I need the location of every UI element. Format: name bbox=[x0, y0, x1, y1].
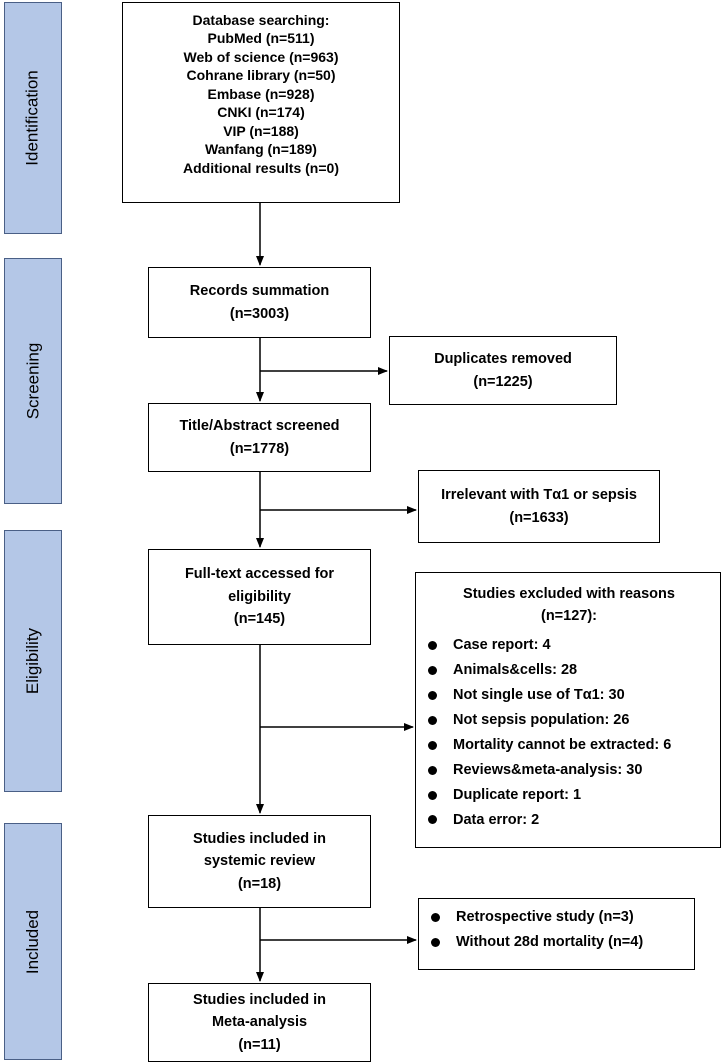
database-line: Embase (n=928) bbox=[207, 85, 315, 102]
fulltext-count: (n=145) bbox=[233, 611, 286, 628]
irrelevant-label: Irrelevant with Tα1 or sepsis bbox=[441, 487, 637, 504]
list-item: Without 28d mortality (n=4) bbox=[429, 930, 686, 955]
fulltext-box: Full-text accessed for eligibility (n=14… bbox=[148, 549, 371, 645]
database-line: Wanfang (n=189) bbox=[205, 141, 317, 158]
list-item: Duplicate report: 1 bbox=[426, 783, 712, 808]
database-line: VIP (n=188) bbox=[223, 122, 299, 139]
systematic-count: (n=18) bbox=[237, 875, 282, 892]
database-line: Cohrane library (n=50) bbox=[186, 67, 336, 84]
database-line: Additional results (n=0) bbox=[183, 159, 339, 176]
systematic-review-box: Studies included in systemic review (n=1… bbox=[148, 815, 371, 908]
list-item: Animals&cells: 28 bbox=[426, 658, 712, 683]
irrelevant-count: (n=1633) bbox=[509, 509, 569, 526]
excluded-header: Studies excluded with reasons bbox=[463, 586, 675, 602]
meta-analysis-box: Studies included in Meta-analysis (n=11) bbox=[148, 983, 371, 1062]
list-item: Not sepsis population: 26 bbox=[426, 708, 712, 733]
excluded-count: (n=127): bbox=[540, 608, 597, 625]
exclusion-reason: Not sepsis population: 26 bbox=[453, 711, 630, 728]
exclusion-reason: Retrospective study (n=3) bbox=[456, 909, 634, 925]
exclusion-reason: Case report: 4 bbox=[453, 636, 551, 653]
phase-included: Included bbox=[4, 823, 62, 1060]
records-count: (n=3003) bbox=[229, 305, 290, 322]
list-item: Not single use of Tα1: 30 bbox=[426, 683, 712, 708]
fulltext-label: eligibility bbox=[228, 588, 291, 605]
duplicates-label: Duplicates removed bbox=[434, 351, 572, 368]
list-item: Mortality cannot be extracted: 6 bbox=[426, 733, 712, 758]
bullet-icon bbox=[428, 640, 437, 650]
fulltext-label: Full-text accessed for bbox=[184, 566, 335, 583]
bullet-icon bbox=[428, 765, 437, 775]
exclusion-reason: Not single use of Tα1: 30 bbox=[453, 686, 625, 703]
phase-identification: Identification bbox=[4, 2, 62, 234]
records-summation-box: Records summation (n=3003) bbox=[148, 267, 371, 338]
records-label: Records summation bbox=[189, 283, 330, 300]
systematic-label: systemic review bbox=[203, 853, 316, 870]
bullet-icon bbox=[431, 912, 440, 922]
meta-label: Meta-analysis bbox=[211, 1014, 308, 1031]
exclusion-reason: Data error: 2 bbox=[453, 811, 540, 828]
studies-excluded-box: Studies excluded with reasons (n=127): C… bbox=[415, 572, 721, 848]
phase-screening: Screening bbox=[4, 258, 62, 504]
meta-excluded-box: Retrospective study (n=3) Without 28d mo… bbox=[418, 898, 695, 970]
exclusion-reason: Reviews&meta-analysis: 30 bbox=[453, 761, 643, 778]
database-line: CNKI (n=174) bbox=[217, 104, 305, 121]
exclusion-reasons-list: Case report: 4 Animals&cells: 28 Not sin… bbox=[426, 633, 712, 833]
bullet-icon bbox=[428, 690, 437, 700]
bullet-icon bbox=[428, 740, 437, 750]
list-item: Reviews&meta-analysis: 30 bbox=[426, 758, 712, 783]
title-abstract-box: Title/Abstract screened (n=1778) bbox=[148, 403, 371, 472]
title-abstract-label: Title/Abstract screened bbox=[179, 418, 340, 435]
bullet-icon bbox=[428, 815, 437, 825]
bullet-icon bbox=[428, 715, 437, 725]
database-line: Web of science (n=963) bbox=[183, 48, 339, 65]
database-line: PubMed (n=511) bbox=[207, 30, 315, 47]
meta-count: (n=11) bbox=[238, 1036, 281, 1053]
database-line: Database searching: bbox=[192, 12, 330, 28]
list-item: Retrospective study (n=3) bbox=[429, 905, 686, 930]
database-searching-box: Database searching: PubMed (n=511) Web o… bbox=[122, 2, 400, 203]
duplicates-removed-box: Duplicates removed (n=1225) bbox=[389, 336, 617, 405]
list-item: Case report: 4 bbox=[426, 633, 712, 658]
meta-label: Studies included in bbox=[193, 991, 326, 1008]
exclusion-reason: Duplicate report: 1 bbox=[453, 786, 582, 803]
exclusion-reason: Mortality cannot be extracted: 6 bbox=[453, 736, 672, 753]
irrelevant-box: Irrelevant with Tα1 or sepsis (n=1633) bbox=[418, 470, 660, 543]
title-abstract-count: (n=1778) bbox=[229, 440, 290, 457]
bullet-icon bbox=[428, 790, 437, 800]
systematic-label: Studies included in bbox=[193, 830, 326, 847]
phase-eligibility: Eligibility bbox=[4, 530, 62, 792]
exclusion-reason: Animals&cells: 28 bbox=[453, 661, 578, 678]
bullet-icon bbox=[431, 937, 440, 947]
duplicates-count: (n=1225) bbox=[473, 373, 533, 390]
list-item: Data error: 2 bbox=[426, 808, 712, 833]
meta-exclusion-list: Retrospective study (n=3) Without 28d mo… bbox=[429, 905, 686, 955]
bullet-icon bbox=[428, 665, 437, 675]
exclusion-reason: Without 28d mortality (n=4) bbox=[456, 933, 644, 950]
